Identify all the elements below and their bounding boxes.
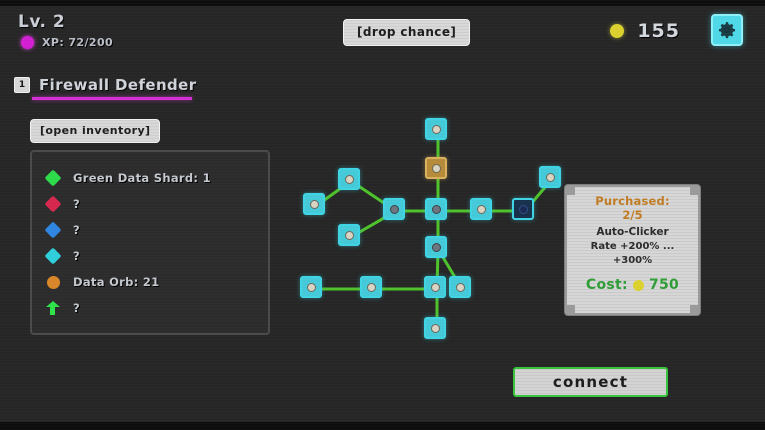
- graph-node[interactable]: [425, 157, 447, 179]
- graph-node[interactable]: [425, 198, 447, 220]
- graph-node[interactable]: [424, 276, 446, 298]
- inventory-item[interactable]: ?: [44, 217, 268, 243]
- graph-node[interactable]: [383, 198, 405, 220]
- graph-node[interactable]: [360, 276, 382, 298]
- frame-top: [0, 0, 765, 6]
- graph-node[interactable]: [300, 276, 322, 298]
- inventory-item[interactable]: ?: [44, 191, 268, 217]
- node-core-icon: [431, 204, 441, 214]
- graph-node[interactable]: [303, 193, 325, 215]
- tooltip-purchased-count: 2/5: [622, 208, 643, 222]
- node-core-icon: [430, 323, 440, 333]
- tooltip-cost-row: Cost: 750: [573, 277, 692, 293]
- inventory-item-label: ?: [73, 223, 80, 237]
- tooltip-corner-tr: [690, 186, 699, 195]
- node-core-icon: [431, 124, 441, 134]
- graph-node[interactable]: [338, 168, 360, 190]
- tooltip-rate-line1: Rate +200% ...: [590, 241, 675, 252]
- arrow-up-icon: [46, 301, 60, 315]
- graph-node[interactable]: [470, 198, 492, 220]
- node-core-icon: [518, 204, 528, 214]
- graph-node[interactable]: [512, 198, 534, 220]
- graph-node[interactable]: [449, 276, 471, 298]
- node-core-icon: [545, 172, 555, 182]
- tooltip-rate-line2: +300%: [612, 255, 653, 266]
- inventory-item-label: ?: [73, 249, 80, 263]
- node-core-icon: [455, 282, 465, 292]
- tooltip-purchased-label: Purchased:: [595, 194, 670, 208]
- inventory-item[interactable]: Green Data Shard: 1: [44, 165, 268, 191]
- inventory-item-label: ?: [73, 301, 80, 315]
- frame-bottom: [0, 422, 765, 430]
- node-core-icon: [344, 230, 354, 240]
- tooltip-corner-bl: [566, 305, 575, 314]
- coin-icon: [632, 279, 644, 291]
- node-core-icon: [306, 282, 316, 292]
- xp-row: XP: 72/200: [21, 36, 113, 49]
- node-core-icon: [431, 242, 441, 252]
- xp-label: XP: 72/200: [42, 36, 114, 49]
- inventory-item-label: ?: [73, 197, 80, 211]
- tab-underline: [32, 97, 192, 100]
- level-label: Lv. 2: [18, 12, 66, 32]
- inventory-item[interactable]: Data Orb: 21: [46, 269, 268, 295]
- xp-dot-icon: [21, 36, 34, 49]
- upgrade-tooltip: Purchased: 2/5 Auto-Clicker Rate +200% .…: [565, 185, 700, 315]
- currency-block: 155: [610, 20, 680, 42]
- graph-node[interactable]: [425, 236, 447, 258]
- inventory-item[interactable]: ?: [46, 295, 268, 321]
- currency-amount: 155: [637, 20, 680, 42]
- node-core-icon: [430, 282, 440, 292]
- graph-node[interactable]: [424, 317, 446, 339]
- tooltip-upgrade-name: Auto-Clicker: [596, 226, 669, 238]
- tooltip-corner-tl: [566, 186, 575, 195]
- drop-chance-button[interactable]: [drop chance]: [343, 19, 471, 46]
- graph-node[interactable]: [425, 118, 447, 140]
- tooltip-corner-br: [690, 305, 699, 314]
- open-inventory-button[interactable]: [open inventory]: [30, 119, 161, 143]
- inventory-item-label: Data Orb: 21: [73, 275, 160, 289]
- tab-badge: 1: [14, 77, 30, 93]
- node-core-icon: [344, 174, 354, 184]
- node-core-icon: [431, 163, 441, 173]
- node-core-icon: [476, 204, 486, 214]
- node-core-icon: [309, 199, 319, 209]
- tooltip-cost-label: Cost:: [585, 277, 628, 293]
- connect-button[interactable]: connect: [513, 367, 668, 397]
- inventory-item[interactable]: ?: [44, 243, 268, 269]
- tooltip-cost-value: 750: [648, 277, 680, 293]
- graph-node[interactable]: [539, 166, 561, 188]
- coin-icon: [610, 24, 625, 38]
- level-block: Lv. 2 XP: 72/200: [18, 12, 113, 49]
- gear-icon: [718, 21, 736, 39]
- page-title: Firewall Defender: [39, 76, 197, 94]
- settings-button[interactable]: [711, 14, 743, 46]
- node-core-icon: [389, 204, 399, 214]
- tab-firewall-defender[interactable]: 1 Firewall Defender: [14, 76, 197, 94]
- node-core-icon: [366, 282, 376, 292]
- circle-icon: [46, 275, 60, 289]
- inventory-panel: Green Data Shard: 1??? Data Orb: 21?: [30, 150, 270, 335]
- graph-node[interactable]: [338, 224, 360, 246]
- inventory-item-label: Green Data Shard: 1: [73, 171, 211, 185]
